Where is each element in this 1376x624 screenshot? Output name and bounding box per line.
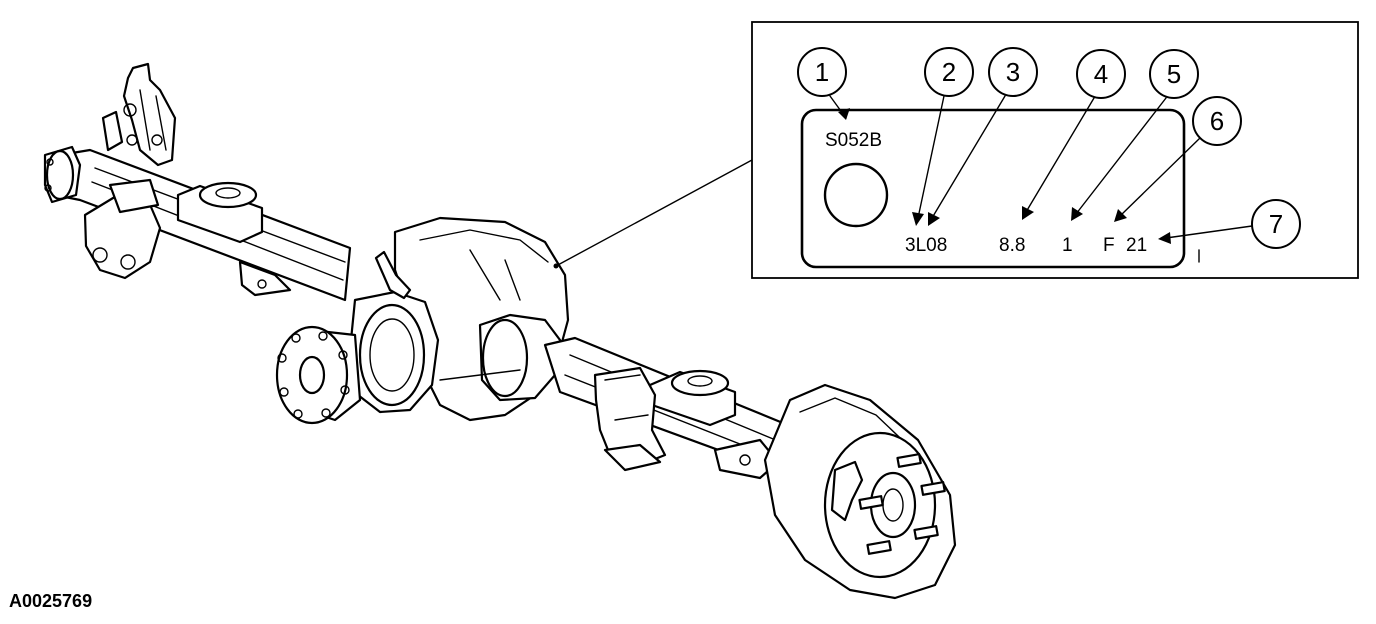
tag-mounting-hole (823, 162, 889, 228)
tag-leader-line (555, 159, 753, 267)
figure-id: A0025769 (9, 591, 92, 611)
left-spring-bracket (101, 62, 177, 167)
callout-leaders (829, 95, 1253, 244)
tag-detail-panel: S052B 3L08 8.8 1 F 21 1 2 3 4 5 6 (751, 21, 1359, 279)
callout-5: 5 (1149, 49, 1199, 99)
tag-location-dot (553, 263, 559, 269)
svg-text:7: 7 (1269, 209, 1283, 239)
pinion-flange (275, 325, 362, 425)
tag-number: 1 (1062, 235, 1073, 256)
brake-rotor (763, 383, 957, 600)
differential-housing (348, 216, 570, 422)
callout-1: 1 (797, 47, 847, 97)
svg-text:3: 3 (1006, 57, 1020, 87)
callout-2: 2 (924, 47, 974, 97)
tag-build-date: 21 (1126, 235, 1147, 256)
callout-7: 7 (1251, 199, 1301, 249)
left-shock-mount (176, 181, 292, 297)
svg-text:4: 4 (1094, 59, 1108, 89)
rear-axle-illustration (43, 62, 957, 600)
right-spring-bracket (593, 366, 667, 472)
axle-tag (800, 108, 1186, 269)
svg-text:2: 2 (942, 57, 956, 87)
callout-4: 4 (1076, 49, 1126, 99)
tag-part-number: S052B (825, 130, 882, 151)
right-shock-mount (648, 369, 780, 480)
tag-ratio-code: 3L08 (905, 235, 947, 256)
callout-3: 3 (988, 47, 1038, 97)
callout-6: 6 (1192, 96, 1242, 146)
left-lower-spring-perch (83, 178, 162, 280)
svg-text:1: 1 (815, 57, 829, 87)
svg-text:5: 5 (1167, 59, 1181, 89)
tag-ring-gear-size: 8.8 (999, 235, 1025, 256)
tag-plant-code: F (1103, 235, 1115, 256)
svg-text:6: 6 (1210, 106, 1224, 136)
